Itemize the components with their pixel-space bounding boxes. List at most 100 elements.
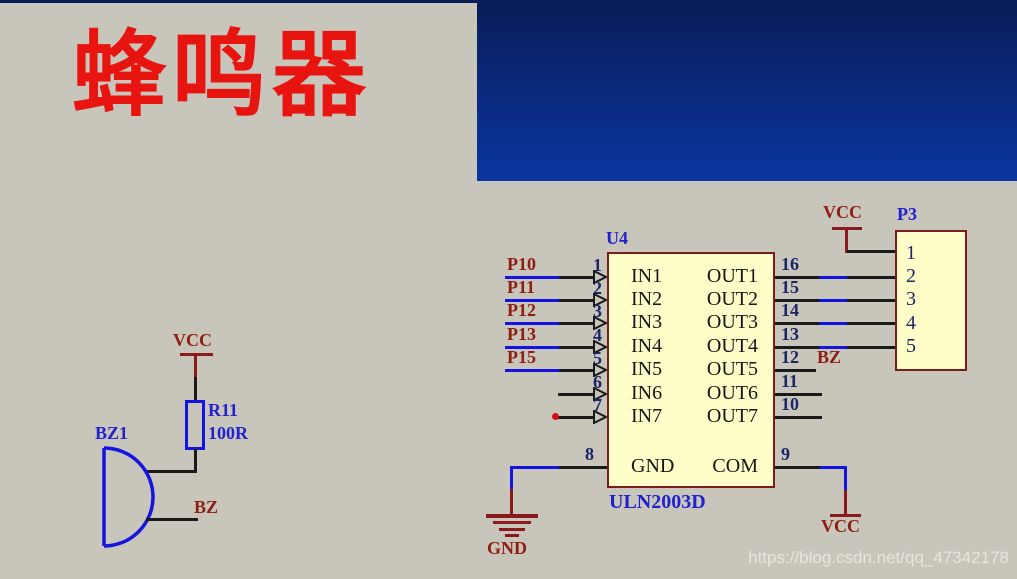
vcc-net-label: VCC <box>823 202 862 222</box>
ground-symbol-bar <box>499 528 525 531</box>
input-arrow-icon <box>593 387 607 401</box>
input-arrow-icon <box>593 340 607 354</box>
buzzer-ref-label: BZ1 <box>95 423 129 443</box>
chip-pin-name: OUT2 <box>706 288 758 310</box>
uln-part-label: ULN2003D <box>609 491 706 513</box>
p3-connector-body <box>895 230 967 371</box>
input-net-label: P13 <box>507 324 536 344</box>
wire-segment <box>510 466 559 469</box>
resistor-ref-label: R11 <box>208 400 239 420</box>
pin-number: 8 <box>585 444 594 464</box>
wire-segment <box>505 299 561 302</box>
wire-segment <box>558 393 595 396</box>
bz-net-label: BZ <box>817 347 842 367</box>
chip-pin-name: OUT1 <box>706 265 758 287</box>
wire-segment <box>194 449 197 472</box>
pin-number: 16 <box>781 254 799 274</box>
vcc-net-label: VCC <box>821 516 860 536</box>
wire-segment <box>145 470 197 473</box>
pin-number: 9 <box>781 444 790 464</box>
input-net-label: P15 <box>507 347 536 367</box>
uln-chip-body <box>607 252 775 488</box>
chip-pin-name: OUT7 <box>706 405 758 427</box>
wire-segment <box>505 369 561 372</box>
ground-symbol-bar <box>486 514 538 518</box>
chip-pin-name: COM <box>712 455 758 477</box>
resistor-value-label: 100R <box>208 423 248 443</box>
pin-number: 6 <box>593 372 602 392</box>
chip-pin-name: IN5 <box>631 358 663 380</box>
wire-segment <box>847 276 895 279</box>
wire-segment <box>844 490 847 515</box>
p3-pin-number: 1 <box>906 242 916 264</box>
wire-segment <box>775 346 819 349</box>
buzzer-icon <box>102 446 155 548</box>
page-title: 蜂鸣器 <box>72 20 373 130</box>
vcc-net-label: VCC <box>173 330 212 350</box>
vcc-power-bar <box>180 353 213 356</box>
wire-segment <box>847 250 895 253</box>
wire-segment <box>559 299 595 302</box>
input-arrow-icon <box>593 293 607 307</box>
p3-ref-label: P3 <box>897 204 917 224</box>
wire-segment <box>775 466 820 469</box>
wire-segment <box>775 416 822 419</box>
wire-segment <box>559 466 607 469</box>
uln-ref-label: U4 <box>606 228 628 248</box>
wire-segment <box>505 276 561 279</box>
wire-segment <box>505 346 561 349</box>
pin-number: 4 <box>593 325 602 345</box>
wire-segment <box>820 466 847 469</box>
chip-pin-name: GND <box>631 455 675 477</box>
wire-segment <box>847 322 895 325</box>
blue-banner <box>477 0 1017 181</box>
wire-segment <box>559 322 595 325</box>
pin-number: 10 <box>781 394 799 414</box>
watermark: https://blog.csdn.net/qq_47342178 <box>748 548 1009 567</box>
wire-segment <box>146 518 198 521</box>
pin-number: 13 <box>781 324 799 344</box>
wire-segment <box>559 276 595 279</box>
input-net-label: P11 <box>507 277 536 297</box>
chip-pin-name: IN7 <box>631 405 663 427</box>
wire-segment <box>510 489 513 515</box>
vcc-power-stub <box>845 229 848 253</box>
input-arrow-icon <box>593 410 607 424</box>
wire-segment <box>510 466 513 490</box>
chip-pin-name: OUT5 <box>706 358 758 380</box>
wire-segment <box>819 276 847 279</box>
vcc-power-stub <box>194 355 197 378</box>
wire-segment <box>775 393 822 396</box>
pin-number: 5 <box>593 348 602 368</box>
pin-number: 2 <box>593 278 602 298</box>
chip-pin-name: OUT3 <box>706 311 758 333</box>
pin-number: 3 <box>593 301 602 321</box>
pin-number: 11 <box>781 371 799 391</box>
wire-endpoint-dot <box>552 413 559 420</box>
input-arrow-icon <box>593 363 607 377</box>
wire-segment <box>819 346 847 349</box>
wire-segment <box>775 369 816 372</box>
wire-segment <box>559 369 595 372</box>
wire-segment <box>775 299 819 302</box>
vcc-power-bar <box>832 227 862 230</box>
ground-symbol-bar <box>505 534 519 537</box>
gnd-net-label: GND <box>487 538 527 558</box>
chip-pin-name: OUT4 <box>706 335 758 357</box>
wire-segment <box>847 299 895 302</box>
chip-pin-name: IN6 <box>631 382 663 404</box>
wire-segment <box>844 466 847 491</box>
chip-pin-name: IN1 <box>631 265 663 287</box>
pin-number: 14 <box>781 300 799 320</box>
input-arrow-icon <box>593 316 607 330</box>
wire-segment <box>847 346 895 349</box>
wire-segment <box>775 276 819 279</box>
pin-number: 7 <box>593 395 602 415</box>
p3-pin-number: 2 <box>906 265 916 287</box>
p3-pin-number: 3 <box>906 288 916 310</box>
p3-pin-number: 5 <box>906 335 916 357</box>
input-arrow-icon <box>593 270 607 284</box>
chip-pin-name: IN2 <box>631 288 663 310</box>
input-net-label: P10 <box>507 254 536 274</box>
